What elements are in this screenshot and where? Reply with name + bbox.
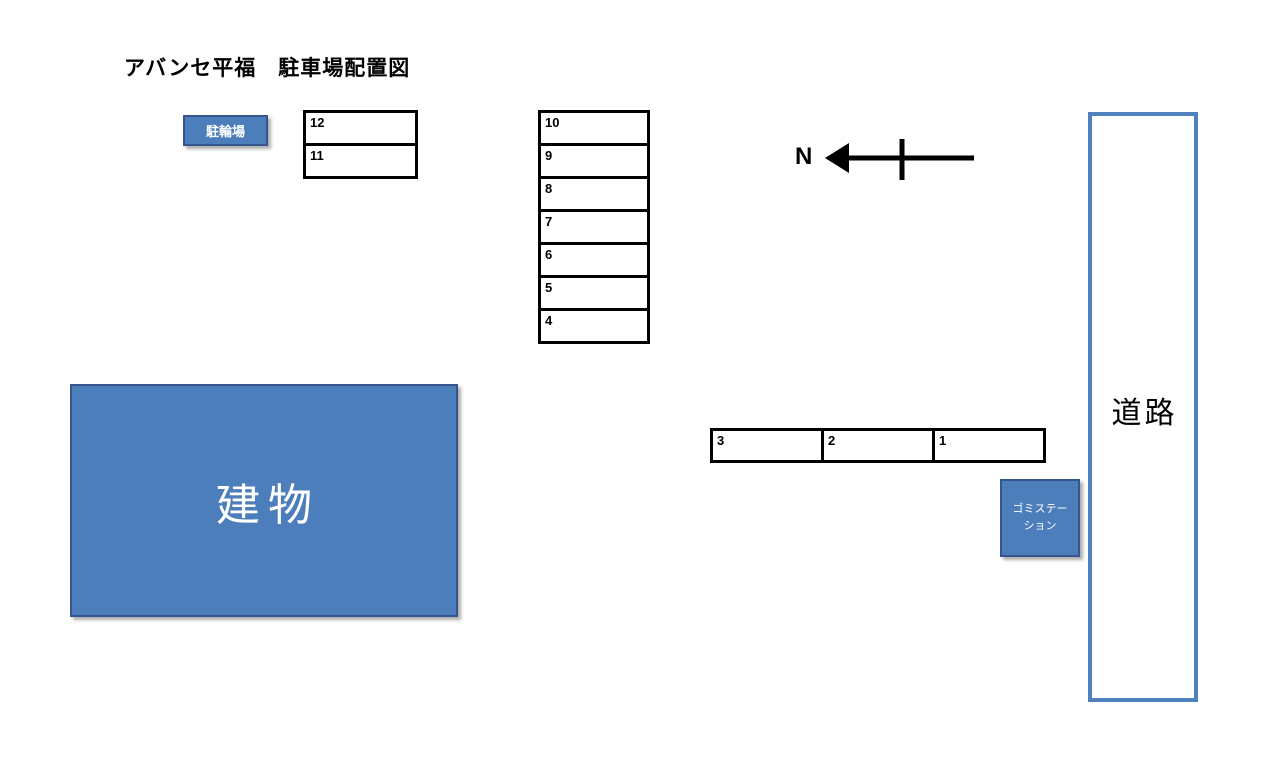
garbage-station-label: ゴミステー ション xyxy=(1013,501,1068,535)
building-label: 建物 xyxy=(216,480,320,530)
north-arrow-icon xyxy=(825,139,974,180)
parking-space-1: 1 xyxy=(932,428,1046,463)
parking-space-7: 7 xyxy=(538,209,650,245)
bicycle-parking-block: 駐輪場 xyxy=(183,115,268,146)
road-block: 道路 xyxy=(1088,112,1198,702)
parking-space-3: 3 xyxy=(710,428,824,463)
parking-space-9: 9 xyxy=(538,143,650,179)
bicycle-parking-label: 駐輪場 xyxy=(205,124,245,139)
road-label: 道路 xyxy=(1111,397,1178,430)
garbage-station-block: ゴミステー ション xyxy=(1000,479,1080,557)
garbage-station-label-line2: ション xyxy=(1023,520,1057,532)
page-title: アバンセ平福 駐車場配置図 xyxy=(124,57,411,80)
parking-space-8: 8 xyxy=(538,176,650,212)
parking-space-6: 6 xyxy=(538,242,650,278)
parking-space-5: 5 xyxy=(538,275,650,311)
parking-space-11: 11 xyxy=(303,143,418,179)
parking-group-middle-column: 10 9 8 7 6 5 4 xyxy=(538,110,650,344)
garbage-station-label-line1: ゴミステー xyxy=(1012,502,1068,515)
parking-space-12: 12 xyxy=(303,110,418,146)
parking-space-10: 10 xyxy=(538,110,650,146)
parking-space-2: 2 xyxy=(821,428,935,463)
building-block: 建物 xyxy=(70,384,458,617)
parking-space-4: 4 xyxy=(538,308,650,344)
parking-group-south-row: 3 2 1 xyxy=(710,428,1046,463)
compass-north-label: N xyxy=(795,143,813,170)
parking-group-upper-pair: 12 11 xyxy=(303,110,418,179)
